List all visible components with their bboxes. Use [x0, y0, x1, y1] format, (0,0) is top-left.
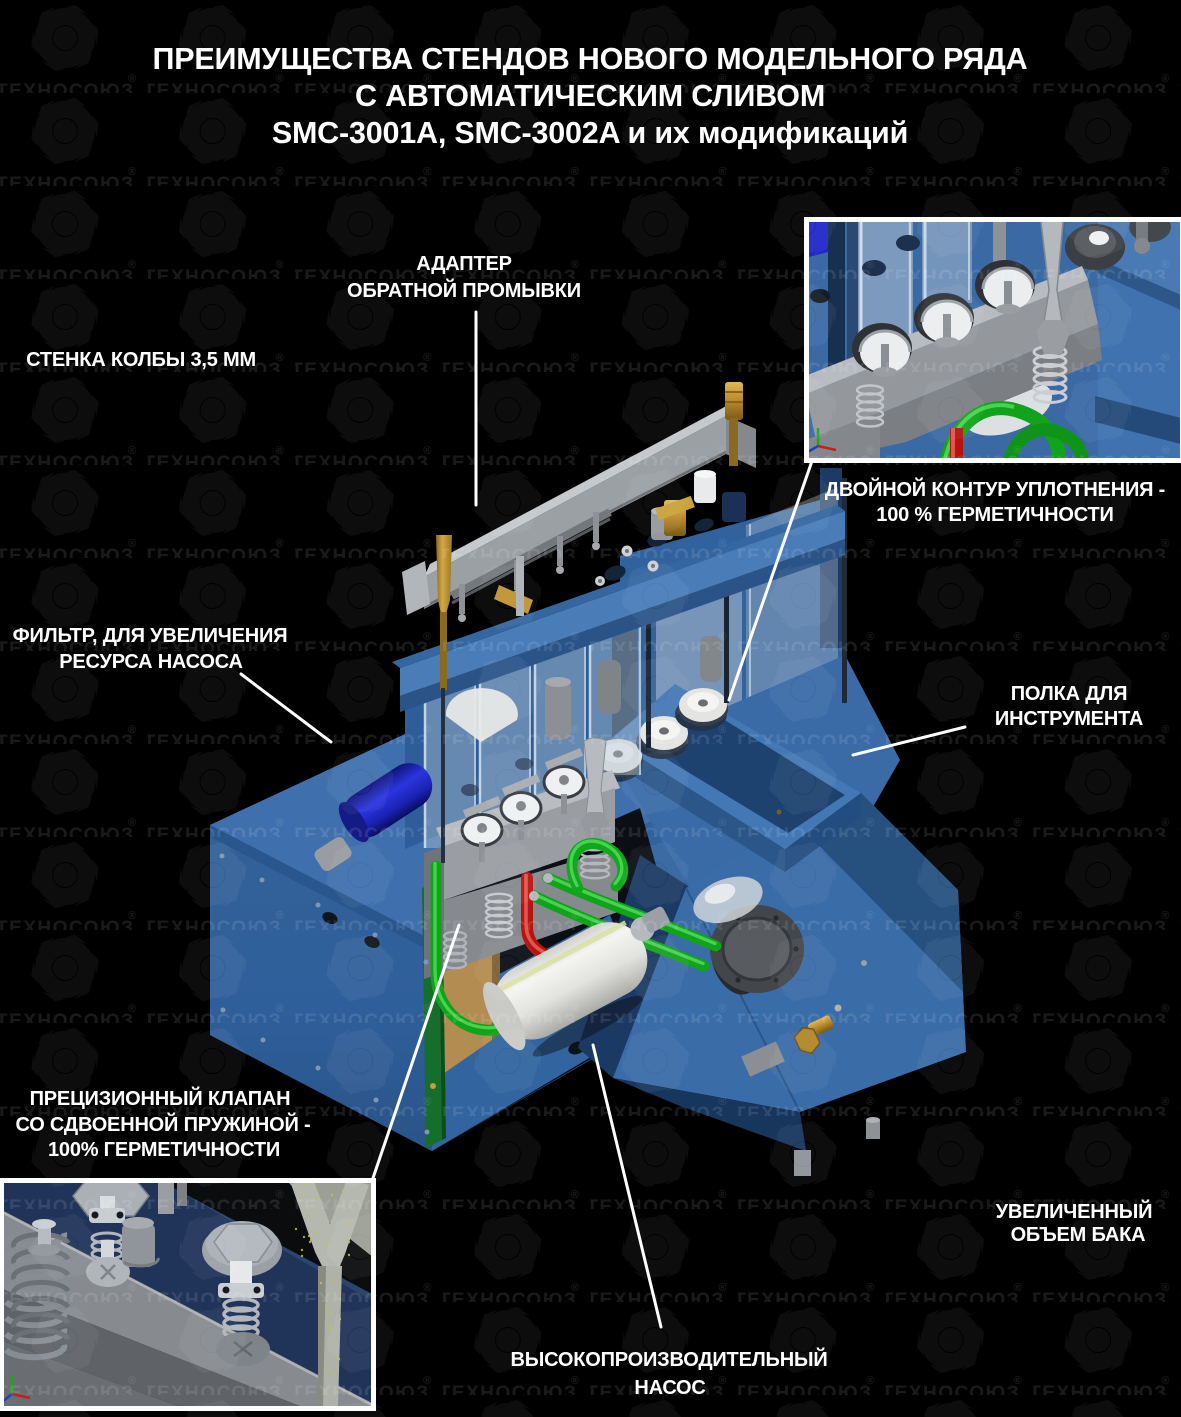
- svg-text:SMC-3001A, SMC-3002A и их моди: SMC-3001A, SMC-3002A и их модификаций: [272, 116, 908, 150]
- svg-text:СО СДВОЕННОЙ ПРУЖИНОЙ -: СО СДВОЕННОЙ ПРУЖИНОЙ -: [15, 1112, 310, 1136]
- svg-text:УВЕЛИЧЕННЫЙ: УВЕЛИЧЕННЫЙ: [996, 1199, 1153, 1223]
- svg-text:100 % ГЕРМЕТИЧНОСТИ: 100 % ГЕРМЕТИЧНОСТИ: [876, 504, 1113, 526]
- svg-text:СТЕНКА КОЛБЫ 3,5 ММ: СТЕНКА КОЛБЫ 3,5 ММ: [26, 349, 256, 371]
- svg-text:ВЫСОКОПРОИЗВОДИТЕЛЬНЫЙ: ВЫСОКОПРОИЗВОДИТЕЛЬНЫЙ: [510, 1347, 827, 1371]
- svg-text:ДВОЙНОЙ КОНТУР УПЛОТНЕНИЯ -: ДВОЙНОЙ КОНТУР УПЛОТНЕНИЯ -: [825, 477, 1165, 501]
- svg-text:ФИЛЬТР, ДЛЯ УВЕЛИЧЕНИЯ: ФИЛЬТР, ДЛЯ УВЕЛИЧЕНИЯ: [13, 625, 288, 647]
- svg-text:С АВТОМАТИЧЕСКИМ СЛИВОМ: С АВТОМАТИЧЕСКИМ СЛИВОМ: [355, 79, 825, 113]
- svg-text:РЕСУРСА НАСОСА: РЕСУРСА НАСОСА: [59, 651, 243, 673]
- svg-text:ПРЕЦИЗИОННЫЙ КЛАПАН: ПРЕЦИЗИОННЫЙ КЛАПАН: [30, 1086, 291, 1110]
- svg-text:ПРЕИМУЩЕСТВА СТЕНДОВ НОВОГО МО: ПРЕИМУЩЕСТВА СТЕНДОВ НОВОГО МОДЕЛЬНОГО Р…: [153, 42, 1028, 76]
- svg-text:АДАПТЕР: АДАПТЕР: [416, 253, 512, 275]
- svg-text:НАСОС: НАСОС: [634, 1377, 705, 1399]
- svg-text:ПОЛКА ДЛЯ: ПОЛКА ДЛЯ: [1011, 683, 1128, 705]
- svg-text:ОБЪЕМ БАКА: ОБЪЕМ БАКА: [1011, 1224, 1146, 1246]
- svg-text:ОБРАТНОЙ ПРОМЫВКИ: ОБРАТНОЙ ПРОМЫВКИ: [347, 278, 581, 302]
- svg-text:100% ГЕРМЕТИЧНОСТИ: 100% ГЕРМЕТИЧНОСТИ: [48, 1139, 280, 1161]
- svg-text:ИНСТРУМЕНТА: ИНСТРУМЕНТА: [995, 708, 1143, 730]
